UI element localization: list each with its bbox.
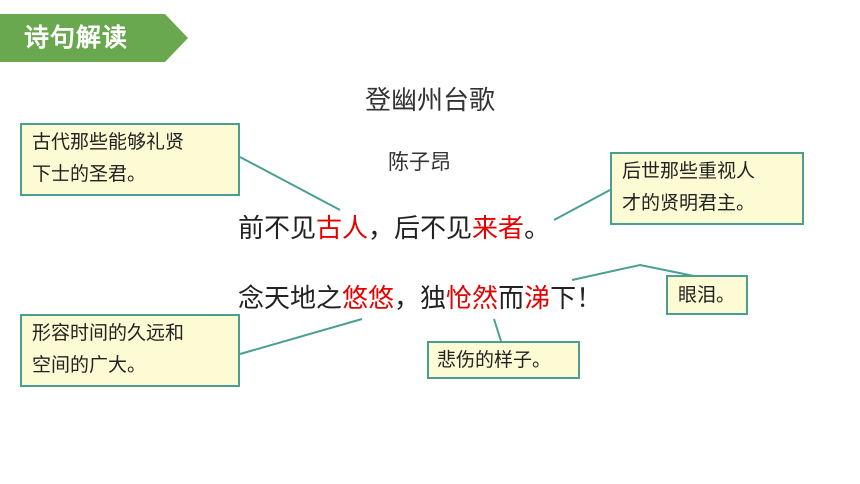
- note-text: 眼泪。: [678, 284, 736, 306]
- note-text: 才的贤明君主。: [622, 192, 756, 214]
- leader-line-youyou: [239, 318, 363, 355]
- note-ti: 眼泪。: [666, 275, 748, 315]
- poem-text: ，独: [394, 284, 447, 314]
- poem-line-2: 念天地之悠悠，独怆然而涕下！: [238, 278, 602, 315]
- leader-line-laizhe: [553, 189, 611, 221]
- note-guren: 古代那些能够礼贤 下士的圣君。: [20, 123, 240, 196]
- section-banner-label: 诗句解读: [24, 23, 129, 52]
- note-chuangran: 悲伤的样子。: [427, 341, 580, 379]
- note-text: 后世那些重视人: [622, 160, 756, 182]
- note-text: 悲伤的样子。: [437, 349, 552, 371]
- highlight-chuangran: 怆然: [446, 284, 499, 314]
- poem-text: 。: [524, 214, 551, 244]
- section-banner: 诗句解读: [0, 14, 188, 62]
- poem-text: 而: [498, 284, 525, 314]
- poem-text: ，后不见: [368, 214, 473, 244]
- leader-line-chuangran: [493, 318, 502, 342]
- poem-text: 前不见: [238, 214, 317, 244]
- note-laizhe: 后世那些重视人 才的贤明君主。: [610, 152, 804, 225]
- poem-text: 念天地之: [238, 284, 343, 314]
- highlight-youyou: 悠悠: [342, 284, 395, 314]
- poem-text: 下！: [550, 284, 603, 314]
- note-text: 形容时间的久远和: [32, 322, 185, 344]
- highlight-guren: 古人: [316, 214, 369, 244]
- poem-line-1: 前不见古人，后不见来者。: [238, 208, 550, 245]
- highlight-ti: 涕: [524, 284, 551, 314]
- poem-author: 陈子昂: [388, 150, 451, 174]
- note-text: 下士的圣君。: [32, 163, 147, 185]
- highlight-laizhe: 来者: [472, 214, 525, 244]
- poem-title: 登幽州台歌: [364, 86, 495, 116]
- note-text: 空间的广大。: [32, 354, 147, 376]
- note-youyou: 形容时间的久远和 空间的广大。: [20, 314, 240, 387]
- note-text: 古代那些能够礼贤: [32, 131, 185, 153]
- leader-line-guren: [239, 156, 341, 211]
